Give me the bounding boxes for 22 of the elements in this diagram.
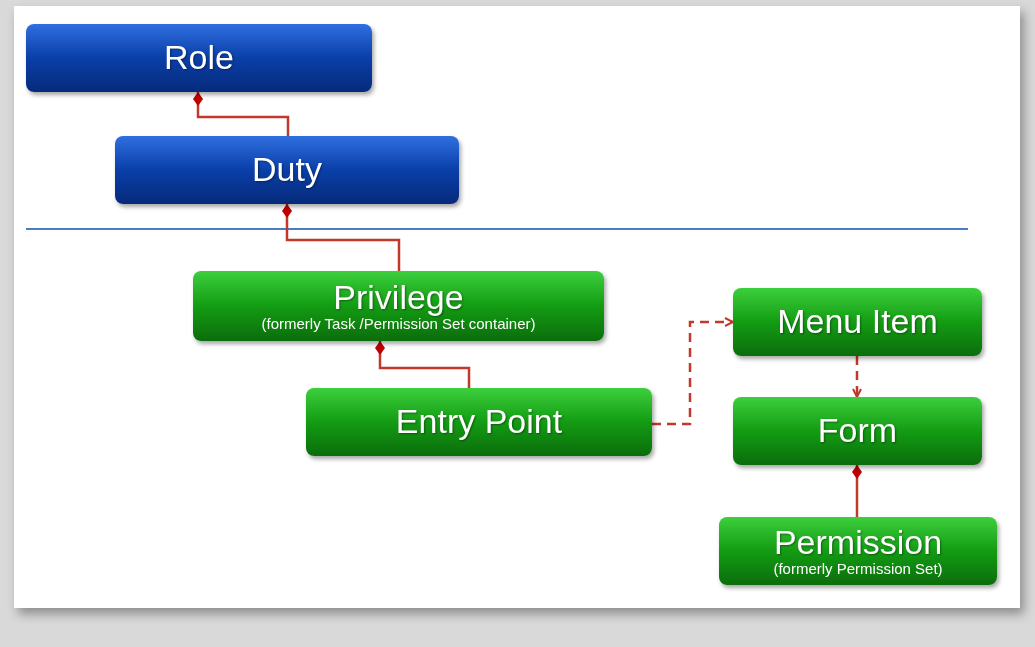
box-title: Role — [164, 40, 234, 76]
box-title: Entry Point — [395, 404, 563, 440]
box-subtitle: (formerly Task /Permission Set container) — [261, 315, 536, 333]
box-title: Permission — [773, 524, 943, 561]
process-box — [26, 24, 372, 92]
box-title: Form — [817, 413, 898, 449]
box-title: Duty — [252, 152, 322, 188]
connector-line — [375, 341, 471, 388]
box-subtitle: (formerly Permission Set) — [773, 560, 943, 578]
connector-line — [193, 92, 290, 136]
dashed-arrow — [852, 356, 862, 398]
box-title: Menu Item — [777, 304, 938, 340]
process-box — [115, 136, 459, 204]
connector-line — [282, 204, 401, 271]
process-box — [306, 388, 652, 456]
process-box — [193, 271, 604, 341]
dashed-arrow — [652, 317, 734, 426]
process-box — [733, 397, 982, 465]
process-box — [719, 517, 997, 585]
box-title: Privilege — [333, 279, 464, 316]
process-box — [733, 288, 982, 356]
connector-line — [852, 465, 862, 517]
